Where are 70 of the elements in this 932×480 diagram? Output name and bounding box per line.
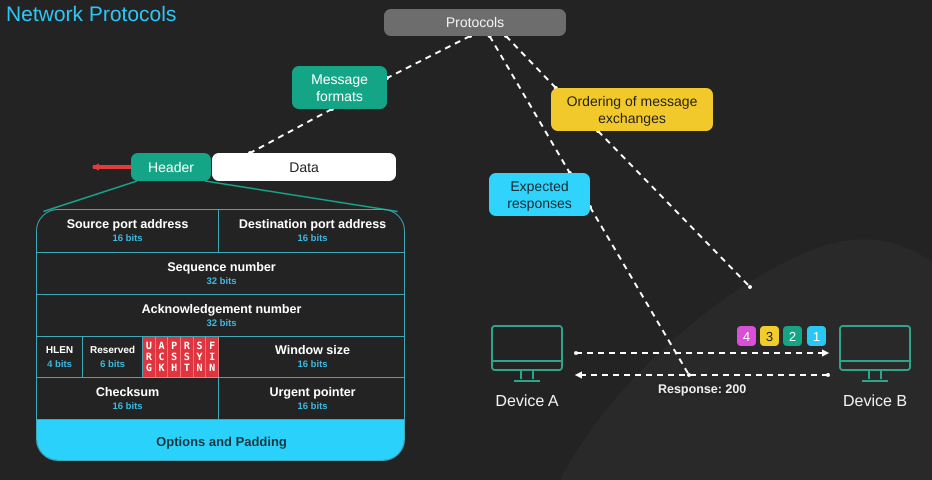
box-label: 3 (766, 328, 774, 344)
dashed-connector (596, 129, 752, 289)
bit-size: 16 bits (112, 400, 143, 412)
flag-letters: ACK (157, 340, 166, 374)
box-label: Expected responses (506, 178, 573, 212)
bit-size: 32 bits (206, 316, 237, 330)
box-label: Protocols (446, 14, 504, 31)
edge-label: Response: 200 (656, 382, 748, 396)
flag-cell (206, 337, 219, 378)
flag-letters: URG (144, 340, 153, 374)
label-box (551, 88, 713, 131)
label-box (131, 153, 211, 181)
field-name: Destination port address (238, 217, 386, 232)
label-box (292, 66, 387, 109)
box-label: Data (289, 158, 319, 176)
table-cell (37, 210, 219, 253)
device-label: Device B (842, 393, 908, 411)
connector-line (204, 180, 398, 212)
box-label: 2 (788, 328, 796, 344)
sequence-badge (737, 326, 756, 346)
device-label: Device A (495, 393, 559, 411)
dashed-connector (574, 349, 830, 357)
dashed-connector (385, 34, 472, 80)
flag-letters: RST (182, 340, 191, 374)
field-name: Options and Padding (156, 434, 287, 448)
flag-letters: FIN (208, 340, 216, 374)
field-name: HLEN (46, 344, 74, 358)
bit-size: 16 bits (297, 400, 328, 412)
flag-letters: PSH (170, 340, 178, 374)
label-box (489, 173, 590, 216)
field-name: Reserved (90, 344, 136, 358)
bit-size: 6 bits (100, 358, 125, 371)
flag-cell (156, 337, 168, 378)
box-label: 1 (812, 328, 820, 344)
dashed-connector (488, 34, 572, 175)
bit-size: 16 bits (297, 358, 328, 371)
field-name: Window size (275, 343, 350, 358)
label-box (384, 9, 566, 36)
box-label: Message formats (310, 70, 369, 104)
label-box (212, 153, 396, 181)
arrow (92, 163, 131, 171)
field-name: Source port address (66, 217, 188, 232)
header-table (36, 209, 405, 461)
field-name: Checksum (96, 384, 160, 400)
table-cell (37, 337, 83, 378)
dashed-connector (504, 34, 558, 90)
flag-letters: SYN (195, 340, 204, 374)
flag-cell (143, 337, 156, 378)
field-name: Urgent pointer (269, 384, 356, 400)
field-name: Sequence number (167, 260, 276, 274)
box-label: Header (148, 158, 194, 176)
table-cell (37, 420, 404, 460)
bit-size: 16 bits (297, 232, 328, 245)
box-label: 4 (742, 328, 750, 344)
dashed-connector (588, 205, 691, 377)
diagram-title: Network Protocols (6, 3, 176, 27)
flag-cell (181, 337, 194, 378)
field-name: Acknowledgement number (142, 302, 302, 316)
bit-size: 16 bits (112, 232, 143, 245)
sequence-badge (783, 326, 802, 346)
bit-size: 4 bits (47, 358, 72, 371)
flag-cell (194, 337, 206, 378)
flag-cell (168, 337, 181, 378)
dashed-connector (574, 371, 830, 379)
bit-size: 32 bits (206, 274, 237, 288)
dashed-connector (248, 107, 334, 155)
box-label: Ordering of message exchanges (566, 92, 698, 126)
sequence-badge (760, 326, 779, 346)
connector-line (43, 180, 138, 212)
sequence-badge (807, 326, 826, 346)
